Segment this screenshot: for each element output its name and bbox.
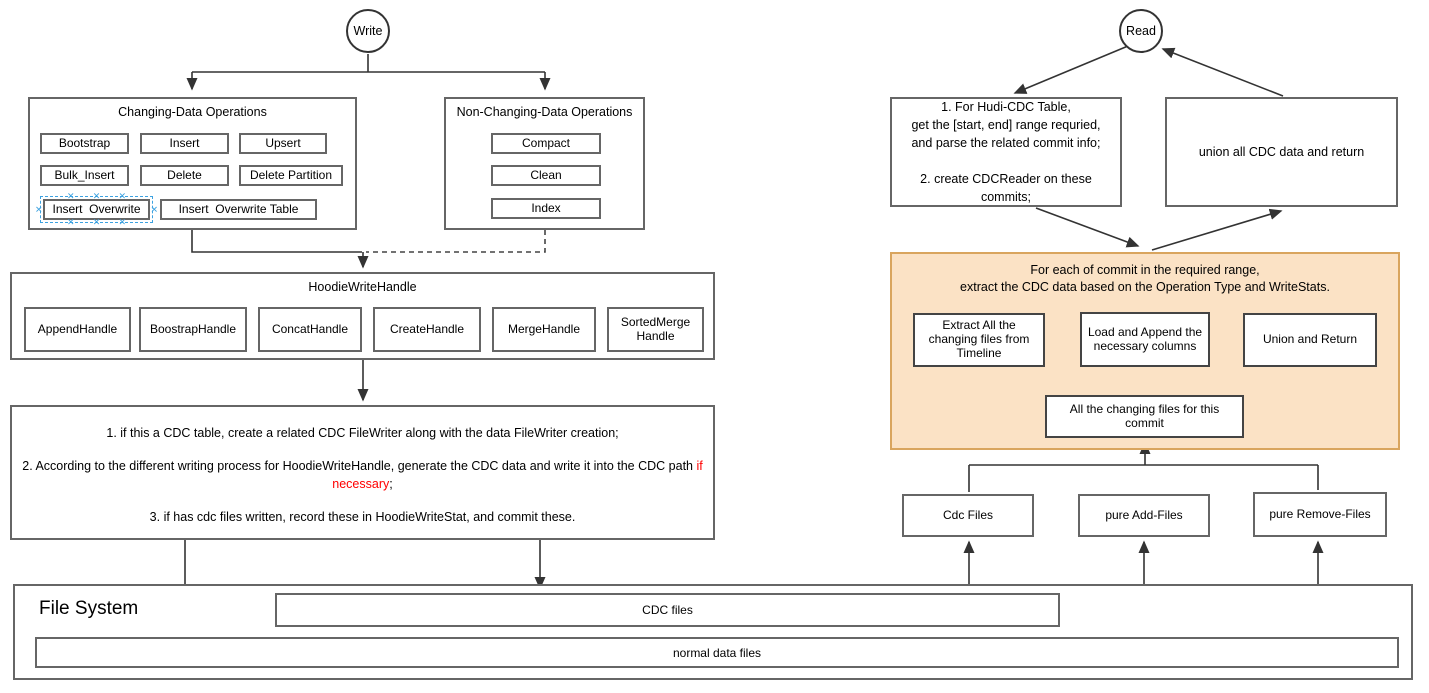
op-insert-overwrite-table[interactable]: Insert Overwrite Table	[160, 199, 317, 220]
if-necessary-red-text: if necessary	[332, 459, 707, 492]
hoodie-write-handle-group[interactable]: HoodieWriteHandle AppendHandle BoostrapH…	[10, 272, 715, 360]
union-and-return-box[interactable]: Union and Return	[1243, 313, 1377, 367]
pure-add-files-box[interactable]: pure Add-Files	[1078, 494, 1210, 537]
selection-handle[interactable]: ✕	[92, 217, 101, 227]
selection-handle[interactable]: ✕	[150, 204, 158, 214]
selection-handle[interactable]: ✕	[66, 217, 75, 227]
handle-concat[interactable]: ConcatHandle	[258, 307, 362, 352]
write-step-3: 3. if has cdc files written, record thes…	[149, 510, 576, 525]
op-compact[interactable]: Compact	[491, 133, 601, 154]
changing-data-operations-group[interactable]: Changing-Data Operations Bootstrap Inser…	[28, 97, 357, 230]
read-prepare-box[interactable]: 1. For Hudi-CDC Table, get the [start, e…	[890, 97, 1122, 207]
write-node[interactable]: Write	[346, 9, 390, 53]
edge-union-to-read[interactable]	[1161, 47, 1284, 97]
handle-merge[interactable]: MergeHandle	[492, 307, 596, 352]
edge-filegroup-bus[interactable]	[968, 464, 1319, 492]
op-insert-overwrite-label: Insert Overwrite	[52, 201, 141, 216]
edge-write-stem[interactable]	[192, 54, 545, 73]
op-delete-partition[interactable]: Delete Partition	[239, 165, 343, 186]
non-changing-data-operations-group[interactable]: Non-Changing-Data Operations Compact Cle…	[444, 97, 645, 230]
file-system-title: File System	[39, 598, 139, 619]
per-commit-title: For each of commit in the required range…	[960, 263, 1330, 294]
write-step-1: 1. if this a CDC table, create a related…	[106, 426, 619, 440]
cdc-write-steps-box[interactable]: 1. if this a CDC table, create a related…	[10, 405, 715, 540]
op-bootstrap[interactable]: Bootstrap	[40, 133, 129, 154]
selection-handle[interactable]: ✕	[92, 191, 101, 201]
op-upsert[interactable]: Upsert	[239, 133, 327, 154]
handle-append[interactable]: AppendHandle	[24, 307, 131, 352]
extract-changing-files-box[interactable]: Extract All the changing files from Time…	[913, 313, 1045, 367]
handle-sorted-merge[interactable]: SortedMerge Handle	[607, 307, 704, 352]
handle-create[interactable]: CreateHandle	[373, 307, 481, 352]
non-changing-data-operations-title: Non-Changing-Data Operations	[456, 105, 633, 119]
op-insert-overwrite[interactable]: Insert Overwrite ✕ ✕ ✕ ✕ ✕ ✕ ✕ ✕	[35, 192, 158, 227]
all-changing-files-box[interactable]: All the changing files for this commit	[1045, 395, 1244, 438]
edge-changing-to-handle[interactable]	[191, 230, 362, 253]
pure-remove-files-box[interactable]: pure Remove-Files	[1253, 492, 1387, 537]
op-clean[interactable]: Clean	[491, 165, 601, 186]
union-all-cdc-box[interactable]: union all CDC data and return	[1165, 97, 1398, 207]
load-append-columns-box[interactable]: Load and Append the necessary columns	[1080, 312, 1210, 367]
cdc-files-group-box[interactable]: Cdc Files	[902, 494, 1034, 537]
hoodie-write-handle-title: HoodieWriteHandle	[308, 280, 417, 294]
cdc-files-bar[interactable]: CDC files	[275, 593, 1060, 627]
normal-data-files-bar[interactable]: normal data files	[35, 637, 1399, 668]
selection-handle[interactable]: ✕	[118, 191, 127, 201]
read-node[interactable]: Read	[1119, 9, 1163, 53]
edge-nonchanging-to-handle-dashed[interactable]	[366, 230, 546, 253]
selection-handle[interactable]: ✕	[35, 204, 43, 214]
file-system-group[interactable]: File System CDC files normal data files	[13, 584, 1413, 680]
op-delete[interactable]: Delete	[140, 165, 229, 186]
edge-read-to-prepare[interactable]	[1013, 45, 1129, 94]
op-bulk-insert[interactable]: Bulk_Insert	[40, 165, 129, 186]
op-insert[interactable]: Insert	[140, 133, 229, 154]
op-index[interactable]: Index	[491, 198, 601, 219]
write-step-2: 2. According to the different writing pr…	[22, 459, 707, 492]
selection-handle[interactable]: ✕	[118, 217, 127, 227]
changing-data-operations-title: Changing-Data Operations	[118, 105, 267, 119]
edge-prepare-to-percommit[interactable]	[1035, 207, 1140, 248]
selection-handle[interactable]: ✕	[66, 191, 75, 201]
handle-boostrap[interactable]: BoostrapHandle	[139, 307, 247, 352]
edge-percommit-to-union[interactable]	[1151, 208, 1283, 251]
